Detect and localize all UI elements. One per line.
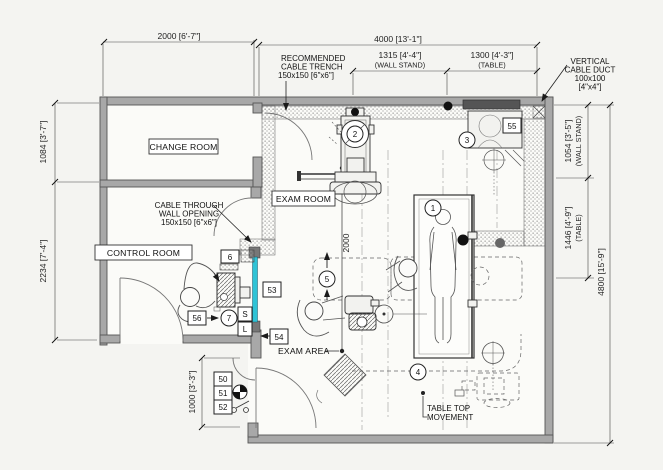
note-table-top-1: TABLE TOP [427,404,470,413]
entry-door-main-arc [255,367,317,429]
marker-window: 53 [268,286,277,295]
marker-desk-item: 56 [193,314,202,323]
marker-table: 1 [431,204,436,213]
note-cable-trench-1: RECOMMENDED [281,54,346,63]
tube-stand [297,107,382,205]
wall-right [544,96,554,444]
note-cable-trench-3: 150x150 [6"x6"] [278,71,334,80]
marker-item-50: 50 [219,375,228,384]
change-room-door-arc [264,112,313,161]
note-cable-trench-2: CABLE TRENCH [281,63,343,72]
dim-top-exam-total: 4000 [13'-1"] [374,34,422,44]
trench-right [523,118,546,247]
dashed-position-circle [470,266,490,286]
dim-right-total: 4800 [15'-9"] [596,248,606,296]
operator-figure-5 [296,295,346,337]
note-wall-opening-3: 150x150 [6"x6"] [161,218,217,227]
vertical-duct-symbol [532,105,546,119]
marker-item-52: 52 [219,403,228,412]
dim-top-wall-stand: 1315 [4'-4"] [379,50,422,60]
note-table-top-2: MOVEMENT [427,413,473,422]
change-room-label: CHANGE ROOM [149,142,217,152]
mobile-unit [344,295,380,331]
dim-right-wall-stand-sub: (WALL STAND) [574,116,583,166]
dim-left-entry: 1000 [3'-3"] [187,371,197,414]
note-cable-trench: RECOMMENDED CABLE TRENCH 150x150 [6"x6"] [278,54,346,111]
note-table-top: TABLE TOP MOVEMENT [421,391,473,422]
marker-tube-stand: 2 [353,130,358,139]
marker-operator-position: 5 [325,275,330,284]
note-wall-opening-1: CABLE THROUGH [155,201,224,210]
marker-switch-l: L [243,325,248,334]
warning-light-switch [222,383,250,413]
dimensions-entry: 1000 [3'-3"] [187,354,240,431]
wall-change-control-divider [99,179,254,188]
marker-item-51: 51 [219,389,228,398]
wall-exam-corner [247,422,259,438]
patient-table [413,194,478,359]
entry-door-small-arc [232,357,256,381]
circled-markers: 1 2 3 4 5 7 [220,125,476,381]
marker-door-item: 54 [275,333,284,342]
note-vertical-duct-1: VERTICAL [571,57,611,66]
dim-top-table: 1300 [4'-3"] [471,50,514,60]
room-labels: CHANGE ROOM EXAM ROOM CONTROL ROOM EXAM … [94,138,339,356]
table-travel-path [352,334,522,372]
control-console [177,249,255,323]
wall-bottom [247,434,554,444]
marker-table-travel: 4 [416,368,421,377]
marker-console-monitor: 6 [228,253,233,262]
patient-figure [429,209,457,344]
dim-top-change: 2000 [6'-7"] [158,31,201,41]
dimensions-top: 2000 [6'-7"] 4000 [13'-1"] 1315 [4'-4"] … [100,31,541,96]
boxed-markers: 6 S L 50 51 52 53 54 55 56 [187,117,522,415]
wall-control-bottom-left [99,334,121,344]
window-glass [252,256,258,323]
note-vertical-duct-2: CABLE DUCT [565,66,616,75]
wall-change-right-bottom [252,156,263,188]
assistant-figure [385,255,418,293]
wall-partition-jamb [250,186,262,199]
control-room-label: CONTROL ROOM [107,248,180,258]
dimensions-right: 1054 [3'-5"] (WALL STAND) 1446 [4'-9"] (… [554,101,614,447]
dim-exam-depth: 2000 [341,233,351,252]
dim-right-table: 1446 [4'-9"] [563,207,573,250]
dimensions-left: 1084 [3'-7"] 2234 [7'-4"] [38,99,99,344]
note-vertical-duct: VERTICAL CABLE DUCT 100x100 [4"x4"] [541,57,616,102]
wall-change-right-top [252,102,263,114]
note-wall-opening-2: WALL OPENING [159,210,219,219]
marker-duct-item: 55 [508,122,517,131]
trench-left [261,105,276,241]
walls [99,96,554,444]
dim-top-wall-stand-sub: (WALL STAND) [375,61,425,70]
annotations: RECOMMENDED CABLE TRENCH 150x150 [6"x6"]… [155,54,616,422]
marker-console: 7 [227,314,232,323]
control-room-door-arc [119,277,184,342]
dim-right-table-sub: (TABLE) [574,214,583,241]
exam-room-label: EXAM ROOM [276,194,331,204]
console-desk [216,272,236,308]
junction-dots [457,234,505,248]
dim-left-control: 2234 [7'-4"] [38,240,48,283]
exam-area-label: EXAM AREA [278,346,330,356]
dim-left-change: 1084 [3'-7"] [38,121,48,164]
staff-and-equipment [296,255,520,408]
marker-switch-s: S [242,310,247,319]
dim-top-table-sub: (TABLE) [478,61,505,70]
generator-cabinet [454,341,520,408]
note-wall-opening: CABLE THROUGH WALL OPENING 150x150 [6"x6… [155,201,252,243]
warning-beacon-icon [226,383,248,401]
note-vertical-duct-4: [4"x4"] [578,83,601,92]
cable-trenches [239,105,546,256]
marker-wall-stand: 3 [465,136,470,145]
trolley [316,353,367,404]
control-exam-door-arc [213,197,253,237]
doors [119,112,317,429]
wall-left [99,96,108,346]
note-vertical-duct-3: 100x100 [575,74,606,83]
dim-right-wall-stand: 1054 [3'-5"] [563,120,573,163]
